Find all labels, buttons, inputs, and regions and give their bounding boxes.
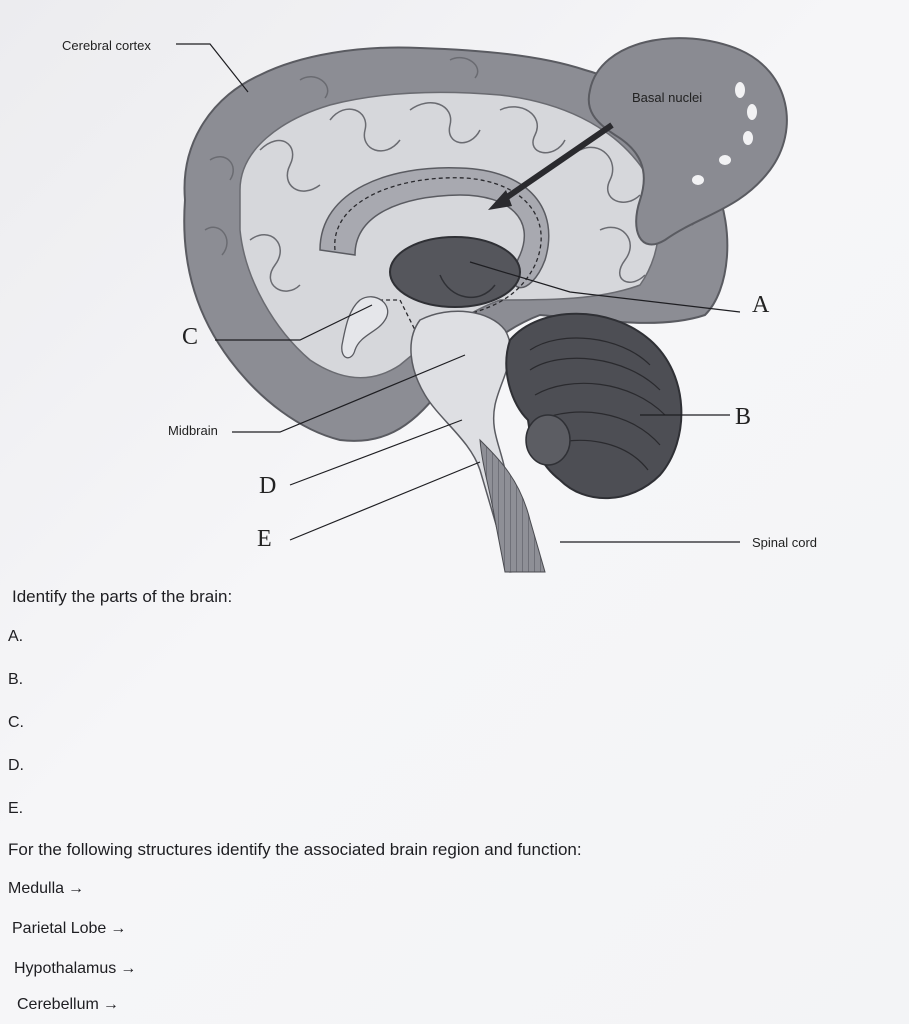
arrow-right-icon: → [68,880,85,897]
spinal-cord-shape [479,438,546,573]
label-basal-nuclei: Basal nuclei [632,90,703,105]
answer-d[interactable]: D. [8,757,24,774]
answer-c[interactable]: C. [8,714,24,731]
hypothalamus-shape [341,296,389,359]
structure-label: Parietal Lobe [12,920,107,937]
brain-diagram [176,37,788,573]
gyri-folds [204,57,699,292]
structure-cerebellum[interactable]: Cerebellum→ [17,996,119,1014]
thalamus-shape [389,236,521,308]
label-e: E [257,526,272,552]
structure-parietal-lobe[interactable]: Parietal Lobe→ [12,920,126,938]
arrow-right-icon: → [102,996,119,1013]
question1-title: Identify the parts of the brain: [12,587,233,606]
limbic-dashed-outline [334,177,542,341]
structure-medulla[interactable]: Medulla→ [8,880,84,898]
label-midbrain: Midbrain [168,423,218,438]
label-cerebral-cortex: Cerebral cortex [62,38,151,53]
leader-lines [176,43,741,543]
label-d: D [259,473,277,499]
label-c: C [182,324,199,350]
label-a: A [752,292,770,318]
structure-hypothalamus[interactable]: Hypothalamus→ [14,960,136,978]
basal-nuclei-highlights [692,82,757,185]
basal-nuclei-arrow [498,122,614,205]
structure-label: Cerebellum [17,996,99,1013]
answer-e[interactable]: E. [8,800,24,817]
arrow-right-icon: → [120,960,137,977]
label-spinal-cord: Spinal cord [752,535,818,550]
structure-label: Hypothalamus [14,960,117,977]
label-b: B [735,404,752,430]
structure-label: Medulla [8,880,65,897]
arrow-right-icon: → [110,920,127,937]
corpus-callosum-shape [319,167,550,289]
answer-b[interactable]: B. [8,671,24,688]
question2-title: For the following structures identify th… [8,840,582,859]
answer-a[interactable]: A. [8,628,24,645]
